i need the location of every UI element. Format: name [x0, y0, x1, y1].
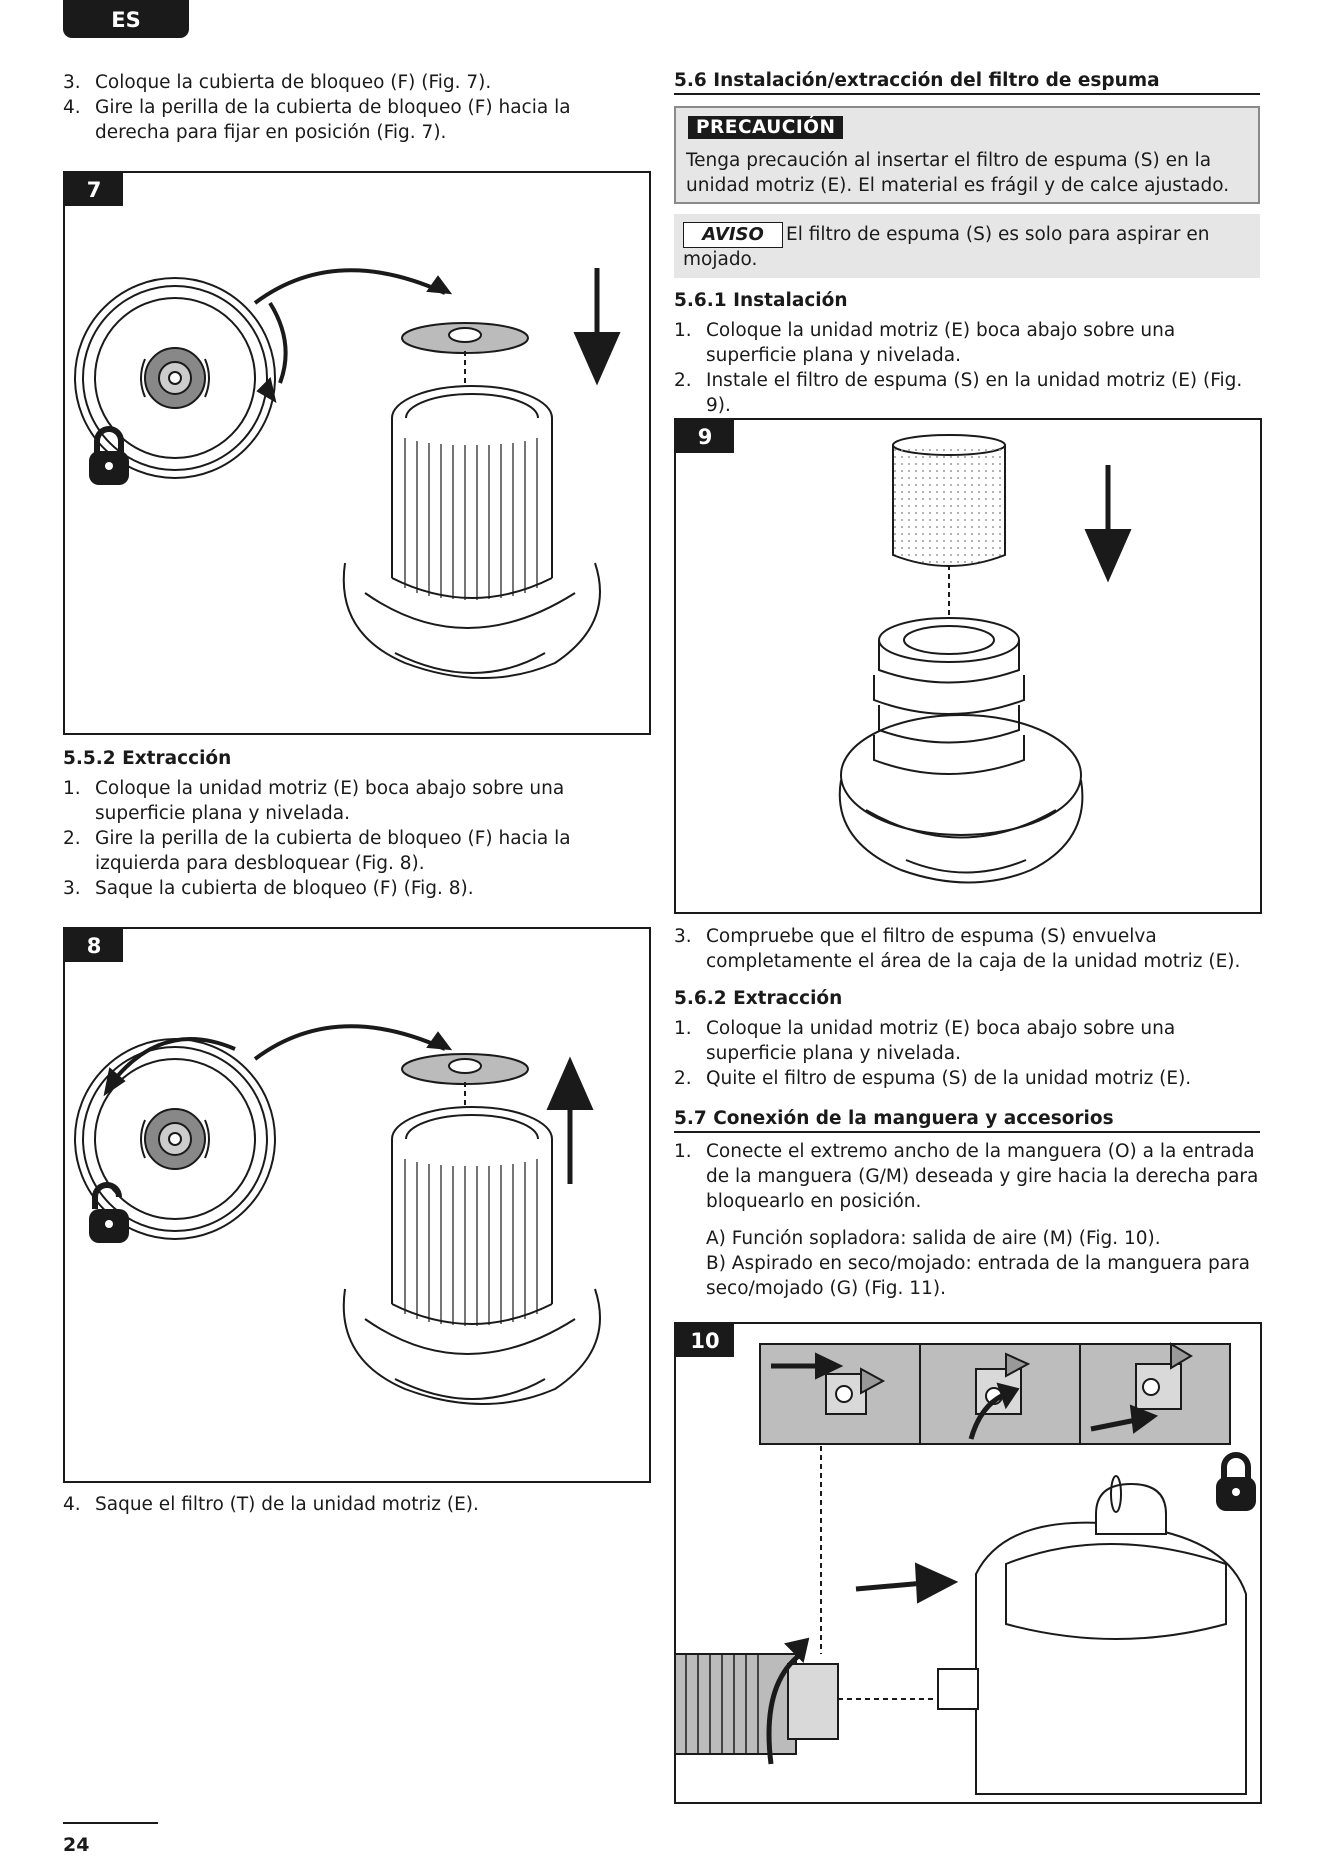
- section-heading: 5.6 Instalación/extracción del filtro de…: [674, 70, 1260, 95]
- language-tab: ES: [63, 0, 189, 38]
- installation-step-3: 3.Compruebe que el filtro de espuma (S) …: [674, 924, 1260, 974]
- notice-box: AVISO El filtro de espuma (S) es solo pa…: [674, 214, 1260, 278]
- sub-item-b: B) Aspirado en seco/mojado: entrada de l…: [706, 1253, 1250, 1299]
- figure-number: 8: [65, 929, 123, 962]
- installation-section: 5.6.1 Instalación 1.Coloque la unidad mo…: [674, 290, 1260, 418]
- list-item: 1.Conecte el extremo ancho de la manguer…: [674, 1141, 1259, 1212]
- left-extraction: 5.5.2 Extracción 1.Coloque la unidad mot…: [63, 748, 649, 901]
- list-item: 2.Instale el filtro de espuma (S) en la …: [674, 370, 1243, 416]
- section-5-6: 5.6 Instalación/extracción del filtro de…: [674, 70, 1260, 95]
- unlocked-padlock-icon: [89, 1182, 129, 1243]
- figure-8-illustration: [74, 1024, 601, 1405]
- section-heading: 5.6.1 Instalación: [674, 290, 848, 311]
- list-item: 1.Coloque la unidad motriz (E) boca abaj…: [674, 320, 1176, 366]
- figure-9: 9: [674, 418, 1262, 914]
- caution-label: PRECAUCIÓN: [688, 116, 844, 139]
- list-item: 3.Coloque la cubierta de bloqueo (F) (Fi…: [63, 72, 492, 93]
- list-item: 1.Coloque la unidad motriz (E) boca abaj…: [63, 778, 565, 824]
- padlock-icon: [1216, 1452, 1256, 1511]
- notice-text: El filtro de espuma (S) es solo para asp…: [786, 224, 1210, 245]
- list-item: 4.Saque el filtro (T) de la unidad motri…: [63, 1494, 479, 1515]
- foam-extraction-section: 5.6.2 Extracción 1.Coloque la unidad mot…: [674, 988, 1260, 1091]
- list-item: 2.Quite el filtro de espuma (S) de la un…: [674, 1068, 1192, 1089]
- figure-number: 9: [676, 420, 734, 453]
- figure-number: 7: [65, 173, 123, 206]
- section-heading: 5.5.2 Extracción: [63, 748, 232, 769]
- list-item: 2.Gire la perilla de la cubierta de bloq…: [63, 828, 571, 874]
- list-item: 1.Coloque la unidad motriz (E) boca abaj…: [674, 1018, 1176, 1064]
- figure-7: 7: [63, 171, 651, 735]
- list-item: 3.Saque la cubierta de bloqueo (F) (Fig.…: [63, 878, 474, 899]
- section-heading: 5.6.2 Extracción: [674, 988, 843, 1009]
- section-5-7: 5.7 Conexión de la manguera y accesorios…: [674, 1108, 1260, 1301]
- footer-rule: [63, 1822, 158, 1824]
- left-top-steps: 3.Coloque la cubierta de bloqueo (F) (Fi…: [63, 70, 649, 145]
- figure-10-illustration: [676, 1342, 1256, 1795]
- sub-item-a: A) Función sopladora: salida de aire (M)…: [706, 1228, 1161, 1249]
- notice-label: AVISO: [683, 222, 783, 248]
- figure-8: 8: [63, 927, 651, 1483]
- notice-text-continued: mojado.: [683, 249, 758, 270]
- padlock-icon: [89, 426, 129, 485]
- list-item: 3.Compruebe que el filtro de espuma (S) …: [674, 926, 1241, 972]
- figure-number: 10: [676, 1324, 734, 1357]
- caution-box: PRECAUCIÓN Tenga precaución al insertar …: [674, 106, 1260, 204]
- page-number: 24: [63, 1834, 90, 1856]
- left-step-4: 4.Saque el filtro (T) de la unidad motri…: [63, 1492, 649, 1517]
- figure-10: 10: [674, 1322, 1262, 1804]
- figure-9-illustration: [838, 434, 1132, 884]
- list-item: 4.Gire la perilla de la cubierta de bloq…: [63, 97, 571, 143]
- section-heading: 5.7 Conexión de la manguera y accesorios: [674, 1108, 1260, 1133]
- caution-text: Tenga precaución al insertar el filtro d…: [686, 150, 1230, 196]
- figure-7-illustration: [74, 268, 621, 679]
